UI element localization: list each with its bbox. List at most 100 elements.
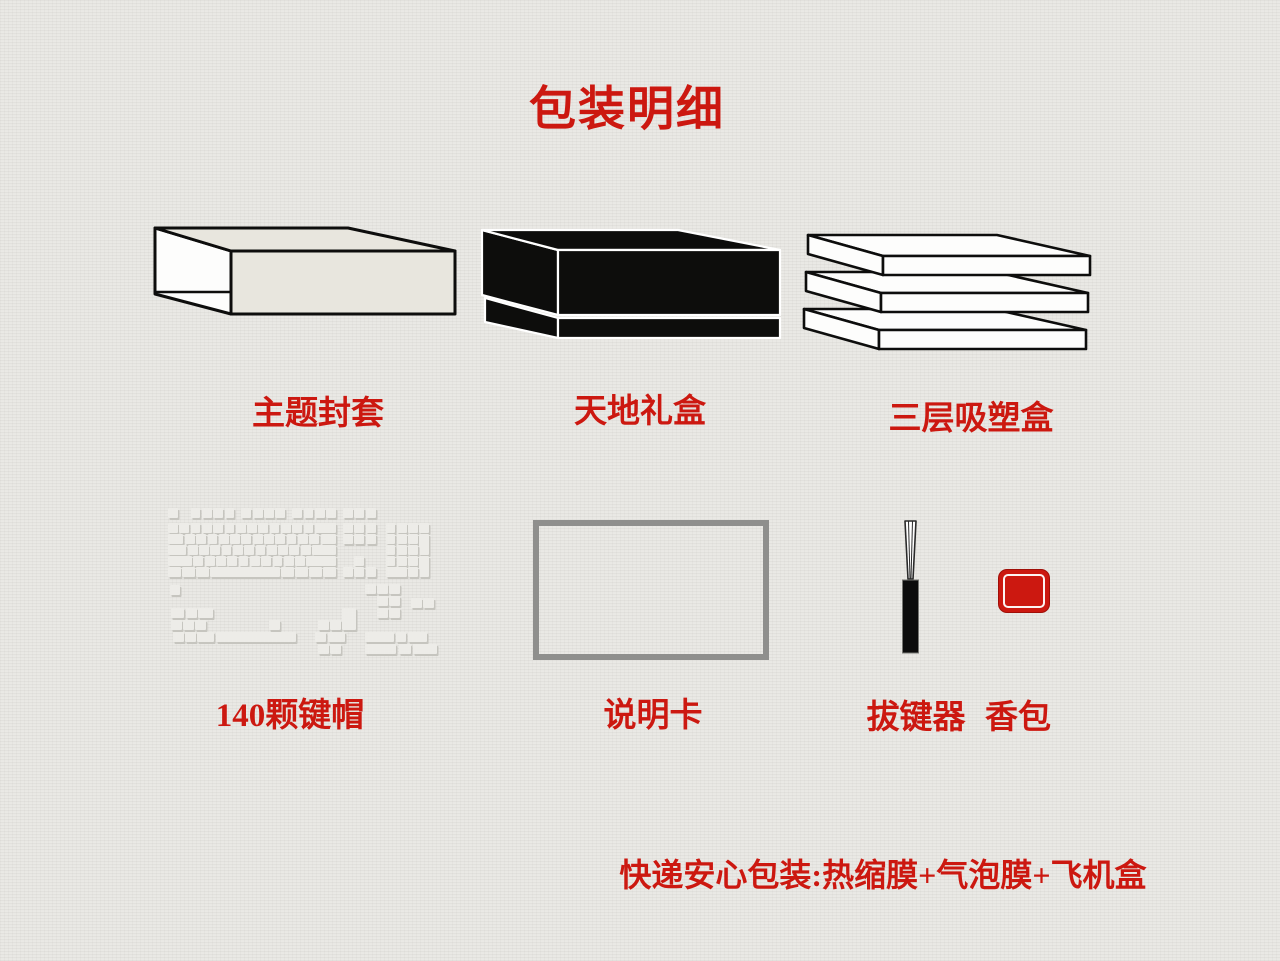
keycap [281, 523, 291, 533]
keycap [168, 508, 178, 518]
keycap [198, 608, 213, 618]
keycap [377, 584, 388, 594]
keycap [255, 545, 266, 555]
keycap [258, 523, 269, 533]
keycap [238, 556, 249, 566]
keycap [399, 644, 411, 654]
blister-trays-figure [802, 233, 1092, 351]
keycap [385, 534, 396, 544]
keycap [275, 534, 286, 544]
keycap [385, 556, 396, 566]
keycap [330, 620, 341, 630]
keycap [183, 620, 194, 630]
keycap [168, 567, 181, 577]
keycap [408, 632, 427, 642]
keycap [264, 534, 274, 544]
keycap [354, 534, 365, 544]
keycap [413, 644, 437, 654]
keycap [218, 534, 229, 544]
keycap [408, 545, 418, 555]
keycap [247, 523, 257, 533]
keycap [320, 534, 336, 544]
keycap [303, 508, 314, 518]
keycap [264, 508, 274, 518]
keycap [300, 545, 311, 555]
keycap [365, 523, 376, 533]
keycap [354, 508, 365, 518]
keycap [170, 585, 180, 595]
keycap [389, 608, 400, 618]
gift-box-figure [480, 228, 782, 340]
keycap [224, 508, 235, 518]
keycap [385, 567, 407, 577]
keycap [286, 534, 297, 544]
keycap [343, 534, 353, 544]
keycap [173, 632, 184, 642]
keycap [179, 523, 190, 533]
keycap [419, 523, 430, 533]
keycap [196, 534, 207, 544]
keycap [171, 620, 182, 630]
keycap [312, 545, 336, 555]
keycap [354, 556, 365, 566]
keycap [389, 596, 400, 606]
keycap [419, 534, 430, 555]
keycap [365, 508, 376, 518]
keycap [314, 523, 336, 533]
keycap [197, 632, 214, 642]
label-keycap-puller: 拔键器 [866, 700, 966, 736]
keycap [292, 508, 303, 518]
keycap [168, 534, 184, 544]
keycap [365, 644, 396, 654]
label-blister-trays: 三层吸塑盒 [888, 401, 1054, 437]
keycap [411, 598, 422, 608]
keycap [252, 534, 263, 544]
keycap [419, 556, 430, 577]
keycap [224, 523, 235, 533]
keycap [354, 523, 365, 533]
keycap [216, 556, 226, 566]
keycap [269, 523, 280, 533]
keycap [232, 545, 243, 555]
keycap [204, 556, 215, 566]
keycap [295, 567, 308, 577]
keycap [244, 545, 255, 555]
keycap [201, 508, 212, 518]
keycaps-figure [168, 508, 440, 658]
keycap [408, 567, 418, 577]
keycap [171, 608, 184, 618]
keycap [199, 545, 209, 555]
keycap [210, 567, 280, 577]
keycap [309, 567, 322, 577]
shipping-note: 快递安心包装:热缩膜+气泡膜+飞机盒 [619, 857, 1147, 893]
keycap [377, 596, 388, 606]
keycap [182, 567, 195, 577]
keycap [168, 545, 187, 555]
keycap [343, 508, 353, 518]
keycap [365, 534, 376, 544]
keycap [185, 632, 196, 642]
keycap [186, 608, 197, 618]
label-sachet: 香包 [985, 700, 1051, 736]
keycap [328, 632, 345, 642]
keycap [330, 644, 341, 654]
keycap [354, 567, 365, 577]
keycap [396, 632, 406, 642]
keycap [385, 523, 396, 533]
keycap [266, 545, 277, 555]
keycap [241, 508, 252, 518]
keycap [408, 556, 418, 566]
keycap [408, 534, 418, 544]
keycap [323, 567, 336, 577]
keycap [269, 620, 280, 630]
keycap [207, 534, 218, 544]
keycap [275, 508, 286, 518]
keycap [326, 508, 336, 518]
keycap [289, 545, 300, 555]
keycap [314, 508, 325, 518]
keycap [365, 567, 376, 577]
keycap [377, 608, 388, 618]
keycap [423, 598, 434, 608]
keycap [309, 534, 320, 544]
